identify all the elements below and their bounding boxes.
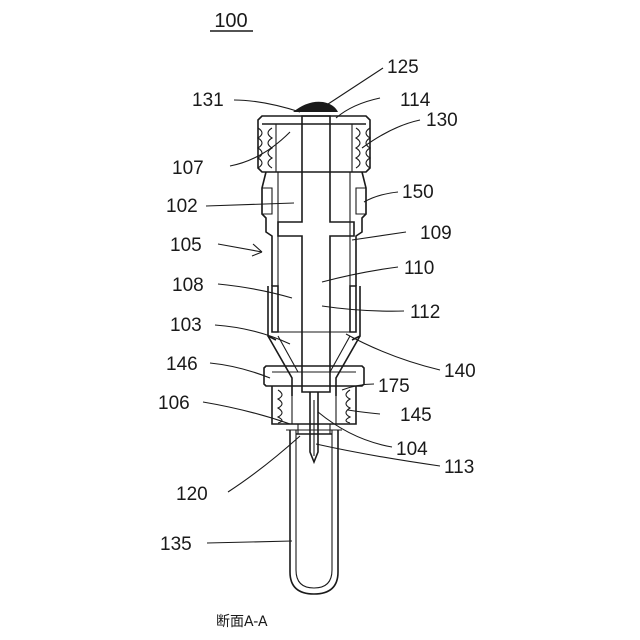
section-caption: 断面A-A bbox=[216, 614, 268, 630]
needle-113 bbox=[310, 392, 318, 462]
label-107: 107 bbox=[172, 158, 204, 179]
label-120: 120 bbox=[176, 484, 208, 505]
label-112: 112 bbox=[410, 302, 440, 323]
label-131: 131 bbox=[192, 90, 224, 111]
label-102: 102 bbox=[166, 196, 198, 217]
label-106: 106 bbox=[158, 393, 190, 414]
label-103: 103 bbox=[170, 315, 202, 336]
leader-lines bbox=[203, 68, 440, 543]
label-109: 109 bbox=[420, 223, 452, 244]
plunger-110 bbox=[278, 116, 354, 392]
label-108: 108 bbox=[172, 275, 204, 296]
sleeve-108 bbox=[268, 286, 360, 340]
seal-element bbox=[293, 102, 338, 112]
label-113: 113 bbox=[444, 457, 474, 478]
device-drawing bbox=[258, 102, 370, 594]
figure-number: 100 bbox=[214, 10, 247, 32]
label-146: 146 bbox=[166, 354, 198, 375]
label-114: 114 bbox=[400, 90, 431, 111]
label-135: 135 bbox=[160, 534, 192, 555]
label-130: 130 bbox=[426, 110, 458, 131]
label-145: 145 bbox=[400, 405, 432, 426]
label-104: 104 bbox=[396, 439, 428, 460]
label-105: 105 bbox=[170, 235, 202, 256]
label-150: 150 bbox=[402, 182, 434, 203]
label-110: 110 bbox=[404, 258, 434, 279]
reference-labels: 125 131 114 130 107 150 102 109 105 110 … bbox=[158, 57, 476, 555]
collar-146 bbox=[264, 366, 364, 386]
label-140: 140 bbox=[444, 361, 476, 382]
label-175: 175 bbox=[378, 376, 410, 397]
label-125: 125 bbox=[387, 57, 419, 78]
